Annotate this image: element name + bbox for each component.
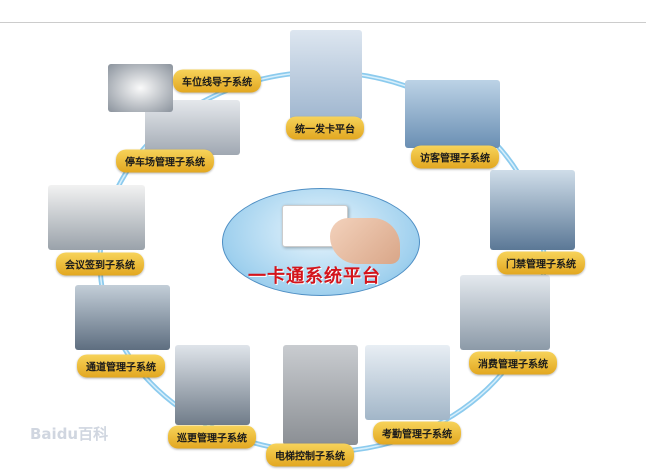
- module-attendance[interactable]: 考勤管理子系统: [373, 421, 461, 445]
- meeting-image: [48, 185, 145, 250]
- hand-icon: [330, 218, 400, 264]
- module-passage[interactable]: 通道管理子系统: [77, 354, 165, 378]
- space-guide-image: [108, 64, 173, 112]
- attendance-image: [365, 345, 450, 420]
- visitor-image: [405, 80, 500, 148]
- module-parking[interactable]: 停车场管理子系统: [116, 149, 214, 173]
- top-divider: [0, 22, 646, 23]
- module-consumption[interactable]: 消费管理子系统: [469, 351, 557, 375]
- module-card-issuing[interactable]: 统一发卡平台: [286, 116, 364, 140]
- elevator-image: [283, 345, 358, 445]
- patrol-image: [175, 345, 250, 425]
- access-image: [490, 170, 575, 250]
- module-visitor[interactable]: 访客管理子系统: [411, 145, 499, 169]
- passage-image: [75, 285, 170, 350]
- module-space-guide[interactable]: 车位线导子系统: [173, 69, 261, 93]
- module-meeting[interactable]: 会议签到子系统: [56, 252, 144, 276]
- platform-title: 一卡通系统平台: [248, 266, 381, 287]
- baidu-watermark: Baidu百科: [30, 425, 109, 443]
- module-patrol[interactable]: 巡更管理子系统: [168, 425, 256, 449]
- module-elevator[interactable]: 电梯控制子系统: [266, 443, 354, 467]
- card-issuer-image: [290, 30, 362, 120]
- module-access[interactable]: 门禁管理子系统: [497, 251, 585, 275]
- consumption-image: [460, 275, 550, 350]
